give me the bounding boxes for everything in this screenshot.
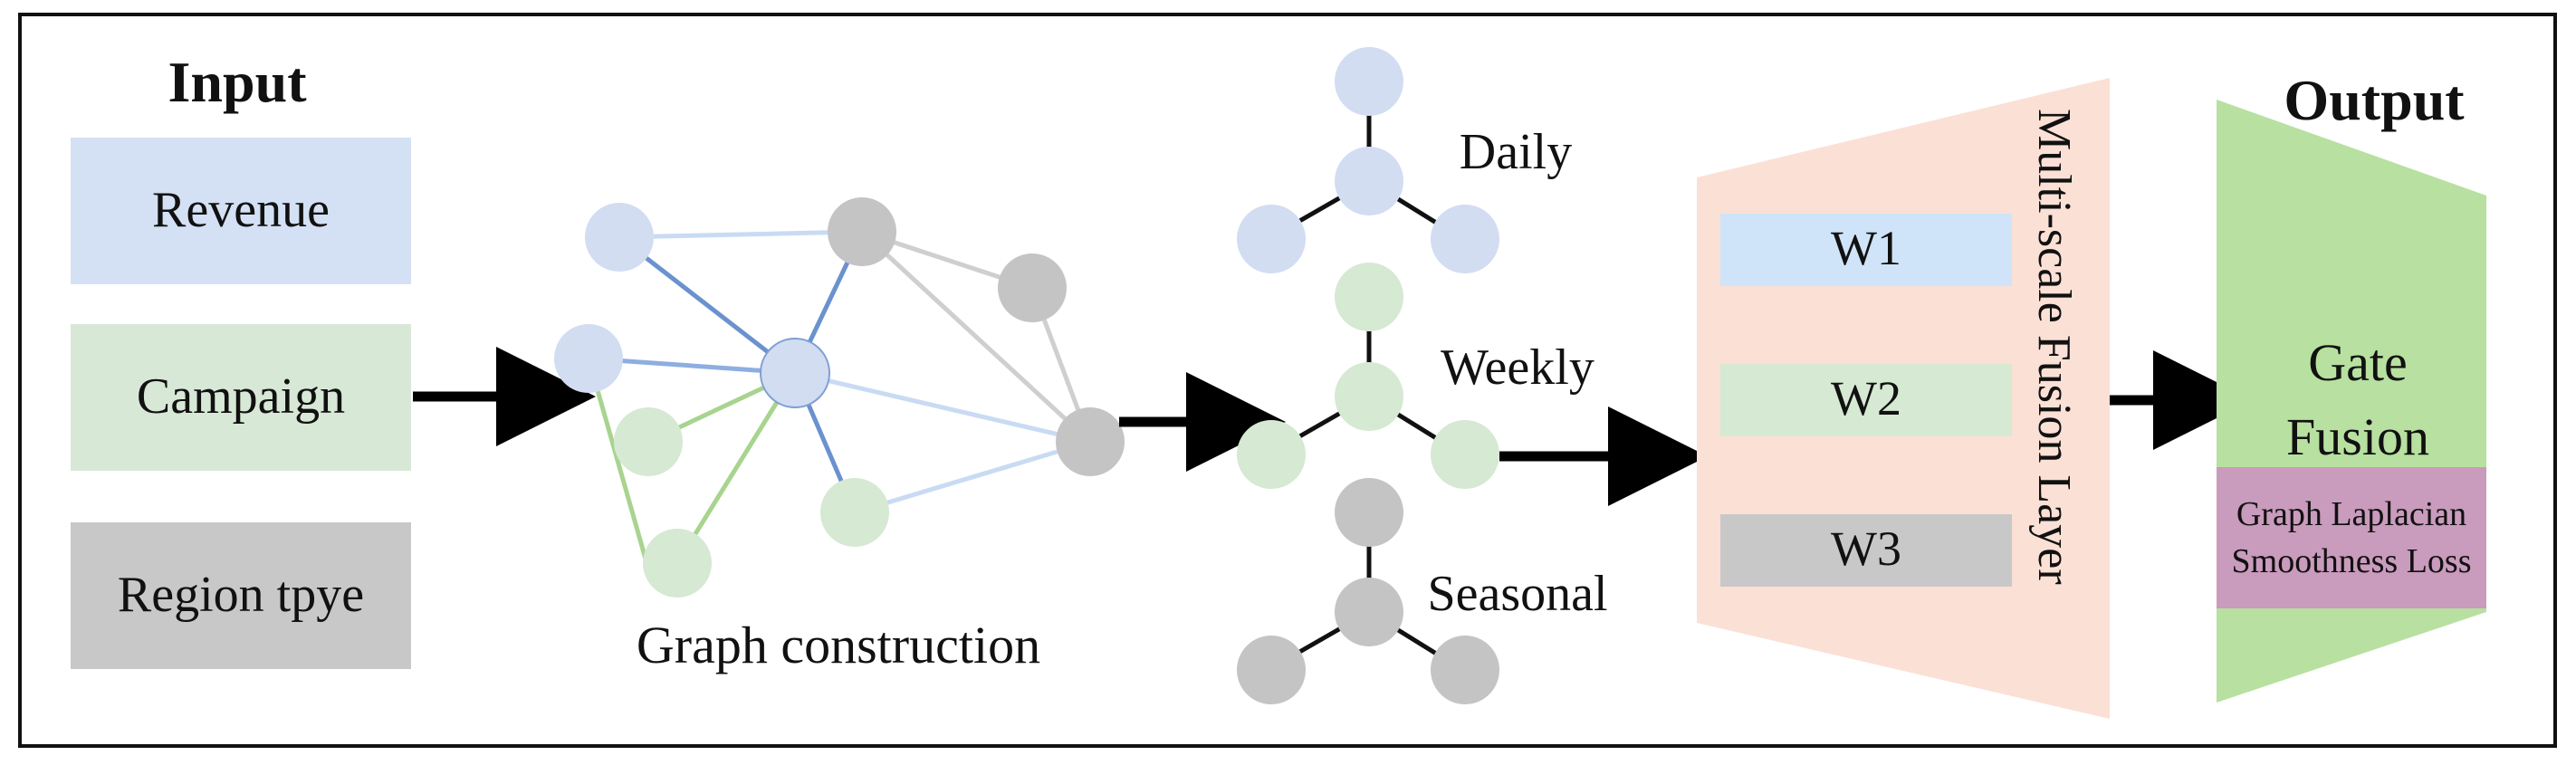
graph-node-green <box>643 529 712 598</box>
diagram-frame <box>18 13 2557 748</box>
graph-edge <box>618 229 863 240</box>
scale-tree-seasonal <box>1237 478 1499 704</box>
tree-node <box>1335 478 1403 547</box>
graph-node-gray <box>1056 407 1125 476</box>
loss-label-line2: Smoothness Loss <box>2232 542 2472 580</box>
graph-node-blue <box>554 324 623 393</box>
input-label-revenue: Revenue <box>152 182 330 238</box>
tree-node <box>1431 636 1499 704</box>
input-box-campaign <box>71 324 411 471</box>
graph-edge <box>794 370 1091 445</box>
scale-label-seasonal: Seasonal <box>1427 566 1607 622</box>
input-heading: Input <box>168 50 308 114</box>
input-label-campaign: Campaign <box>137 368 345 425</box>
weight-box-w1 <box>1720 214 2012 286</box>
graph-edge <box>860 230 1092 444</box>
fusion-title: Multi-scale Fusion Layer <box>2028 109 2080 585</box>
graph-node-green <box>820 478 889 547</box>
graph-nodes <box>554 197 1125 598</box>
gate-label-line1: Gate <box>2308 333 2408 392</box>
input-label-region-type: Region tpye <box>118 567 364 623</box>
tree-node <box>1237 636 1306 704</box>
scale-label-daily: Daily <box>1460 124 1572 180</box>
tree-node <box>1431 205 1499 273</box>
graph-node-green <box>614 407 683 476</box>
input-box-revenue <box>71 138 411 284</box>
scale-tree-weekly <box>1237 263 1499 489</box>
tree-node <box>1335 362 1403 431</box>
graph-edge <box>586 358 651 569</box>
weight-box-w3 <box>1720 514 2012 587</box>
tree-node <box>1237 420 1306 489</box>
weight-box-w2 <box>1720 364 2012 436</box>
graph-node-blue <box>585 203 654 272</box>
loss-box <box>2217 467 2486 608</box>
graph-caption: Graph construction <box>637 616 1040 674</box>
gate-label-line2: Fusion <box>2286 407 2429 466</box>
output-heading: Output <box>2284 68 2465 132</box>
tree-node <box>1335 147 1403 215</box>
tree-node <box>1335 47 1403 116</box>
tree-node <box>1431 420 1499 489</box>
tree-node <box>1237 205 1306 273</box>
weight-label-w2: W2 <box>1831 371 1901 426</box>
input-box-region-type <box>71 522 411 669</box>
weight-label-w3: W3 <box>1831 521 1901 576</box>
tree-node <box>1335 578 1403 646</box>
graph-node-gray <box>998 253 1067 322</box>
loss-label-line1: Graph Laplacian <box>2236 495 2466 533</box>
graph-node-hub <box>760 338 830 408</box>
scale-label-weekly: Weekly <box>1441 339 1594 396</box>
graph-edge <box>618 235 797 375</box>
graph-edge <box>675 371 798 565</box>
graph-node-gray <box>828 197 896 266</box>
graph-edge <box>854 439 1091 515</box>
output-panel <box>2217 100 2486 703</box>
scale-tree-daily <box>1237 47 1499 273</box>
tree-node <box>1335 263 1403 331</box>
weight-label-w1: W1 <box>1831 221 1901 275</box>
